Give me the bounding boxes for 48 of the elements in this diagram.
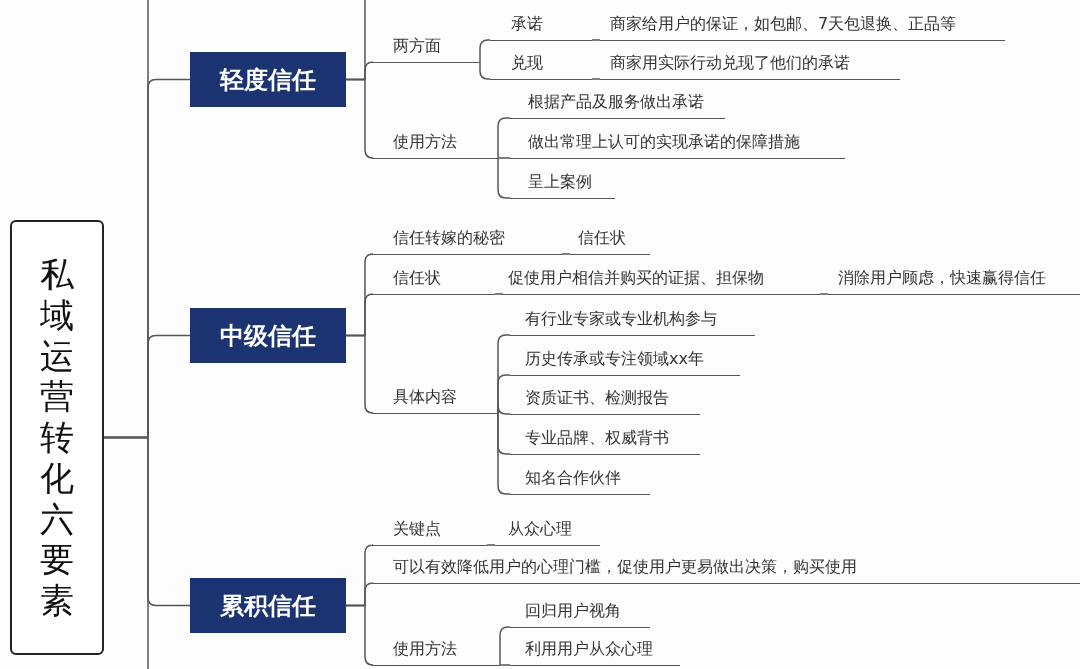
- connector-line: [486, 544, 496, 546]
- connector-line: [494, 293, 504, 295]
- connector-line: [345, 604, 374, 666]
- root-title: 私域运营转化六要素: [40, 253, 74, 622]
- topic-text: 两方面: [372, 31, 480, 63]
- connector-line: [819, 293, 829, 295]
- topic-text: 商家给用户的保证，如包邮、7天包退换、正品等: [600, 9, 1005, 41]
- category-title: 累积信任: [220, 590, 316, 622]
- topic-text: 促使用户相信并购买的证据、担保物: [503, 263, 820, 295]
- connector-line: [103, 436, 149, 669]
- topic-text: 兑现: [490, 48, 592, 80]
- topic-text: 做出常理上认可的实现承诺的保障措施: [510, 127, 845, 159]
- topic-text: 资质证书、检测报告: [510, 383, 700, 415]
- topic-text: 根据产品及服务做出承诺: [510, 87, 725, 119]
- topic-text: 专业品牌、权威背书: [510, 423, 700, 455]
- connector-line: [345, 78, 374, 159]
- connector-line: [497, 157, 511, 159]
- topic-text: 可以有效降低用户的心理门槛，促使用户更易做出决策，购买使用: [372, 552, 1080, 584]
- topic-text: 有行业专家或专业机构参与: [510, 304, 755, 336]
- topic-text: 信任状: [570, 223, 650, 255]
- connector-line: [561, 253, 571, 255]
- category-title: 中级信任: [220, 320, 316, 352]
- category-title: 轻度信任: [220, 64, 316, 96]
- topic-text: 从众心理: [495, 514, 600, 546]
- connector-line: [591, 78, 601, 80]
- topic-text: 回归用户视角: [510, 596, 650, 628]
- topic-text: 承诺: [490, 9, 592, 41]
- category-box: [190, 578, 346, 633]
- category-box: [190, 52, 346, 107]
- topic-text: 历史传承或专注领域xx年: [510, 344, 740, 376]
- connector-line: [345, 334, 374, 414]
- topic-text: 利用用户从众心理: [510, 634, 680, 666]
- topic-text: 具体内容: [372, 382, 498, 414]
- topic-text: 商家用实际行动兑现了他们的承诺: [600, 48, 900, 80]
- category-box: [190, 308, 346, 363]
- connector-line: [499, 664, 511, 666]
- topic-text: 使用方法: [372, 127, 498, 159]
- topic-text: 信任状: [372, 263, 495, 295]
- topic-text: 信任转嫁的秘密: [372, 223, 562, 255]
- topic-text: 知名合作伙伴: [510, 463, 650, 495]
- connector-line: [591, 39, 601, 41]
- connector-line: [479, 61, 491, 80]
- topic-text: 关键点: [372, 514, 487, 546]
- root-box: [10, 220, 104, 655]
- connector-line: [497, 405, 511, 415]
- topic-text: 呈上案例: [510, 167, 615, 199]
- topic-text: 使用方法: [372, 634, 500, 666]
- topic-text: 消除用户顾虑，快速赢得信任: [828, 263, 1080, 295]
